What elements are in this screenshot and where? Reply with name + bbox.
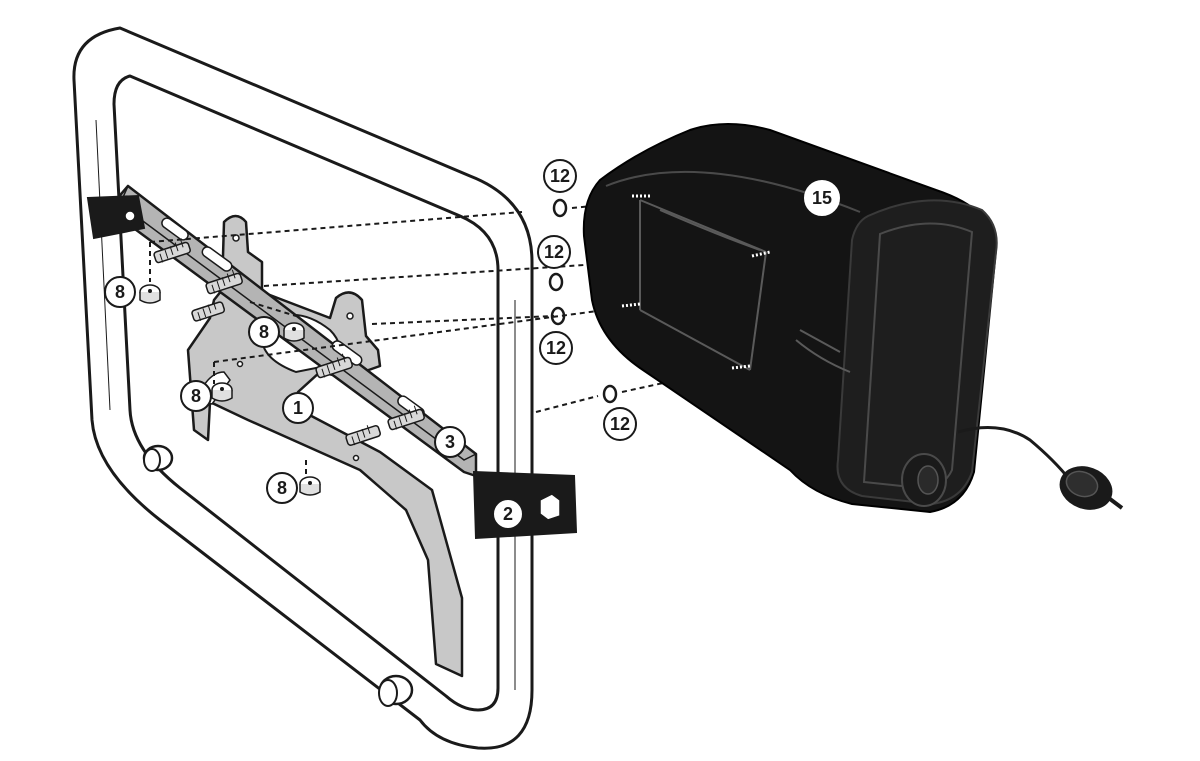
frame-peg-upper — [142, 444, 174, 472]
nut — [299, 476, 321, 496]
callout-8: 8 — [180, 380, 212, 412]
tube-frame — [72, 26, 534, 750]
assembly-line — [149, 211, 523, 243]
stud — [153, 238, 191, 264]
cable-plug — [957, 426, 1124, 510]
callout-8: 8 — [104, 276, 136, 308]
callout-12: 12 — [539, 331, 573, 365]
saddle-bag — [582, 123, 998, 514]
callout-label: 2 — [503, 504, 513, 524]
assembly-line — [249, 301, 297, 317]
frame-peg-lower — [378, 674, 414, 707]
bag-bolt — [621, 302, 641, 308]
assembly-line — [371, 315, 555, 325]
callout-label: 12 — [610, 414, 630, 434]
bag-bolt — [731, 364, 751, 370]
stud — [345, 425, 381, 446]
threaded-studs — [153, 238, 425, 446]
callout-label: 12 — [550, 166, 570, 186]
washer — [548, 272, 564, 292]
clamp-upper — [86, 194, 146, 240]
callout-2: 2 — [492, 498, 524, 530]
clamp-lower — [472, 470, 578, 540]
callout-15: 15 — [804, 180, 840, 216]
stud — [205, 269, 243, 295]
callout-1: 1 — [282, 392, 314, 424]
assembly-line — [535, 395, 599, 413]
callout-label: 12 — [544, 242, 564, 262]
washer — [602, 384, 618, 404]
callout-label: 8 — [191, 386, 201, 406]
bag-bolt — [751, 250, 771, 258]
stud — [387, 405, 425, 431]
stud — [191, 300, 226, 322]
callout-12: 12 — [543, 159, 577, 193]
callout-label: 15 — [812, 188, 832, 208]
stud — [315, 353, 353, 379]
nut — [283, 322, 305, 342]
washer — [552, 198, 568, 218]
callout-label: 8 — [277, 478, 287, 498]
callout-label: 8 — [115, 282, 125, 302]
washer — [550, 306, 566, 326]
callout-label: 12 — [546, 338, 566, 358]
callout-label: 3 — [445, 432, 455, 452]
callout-12: 12 — [603, 407, 637, 441]
nut — [139, 284, 161, 304]
callout-label: 8 — [259, 322, 269, 342]
callout-3: 3 — [434, 426, 466, 458]
callout-12: 12 — [537, 235, 571, 269]
callout-8: 8 — [248, 316, 280, 348]
nut — [211, 382, 233, 402]
callout-label: 1 — [293, 398, 303, 418]
callout-8: 8 — [266, 472, 298, 504]
